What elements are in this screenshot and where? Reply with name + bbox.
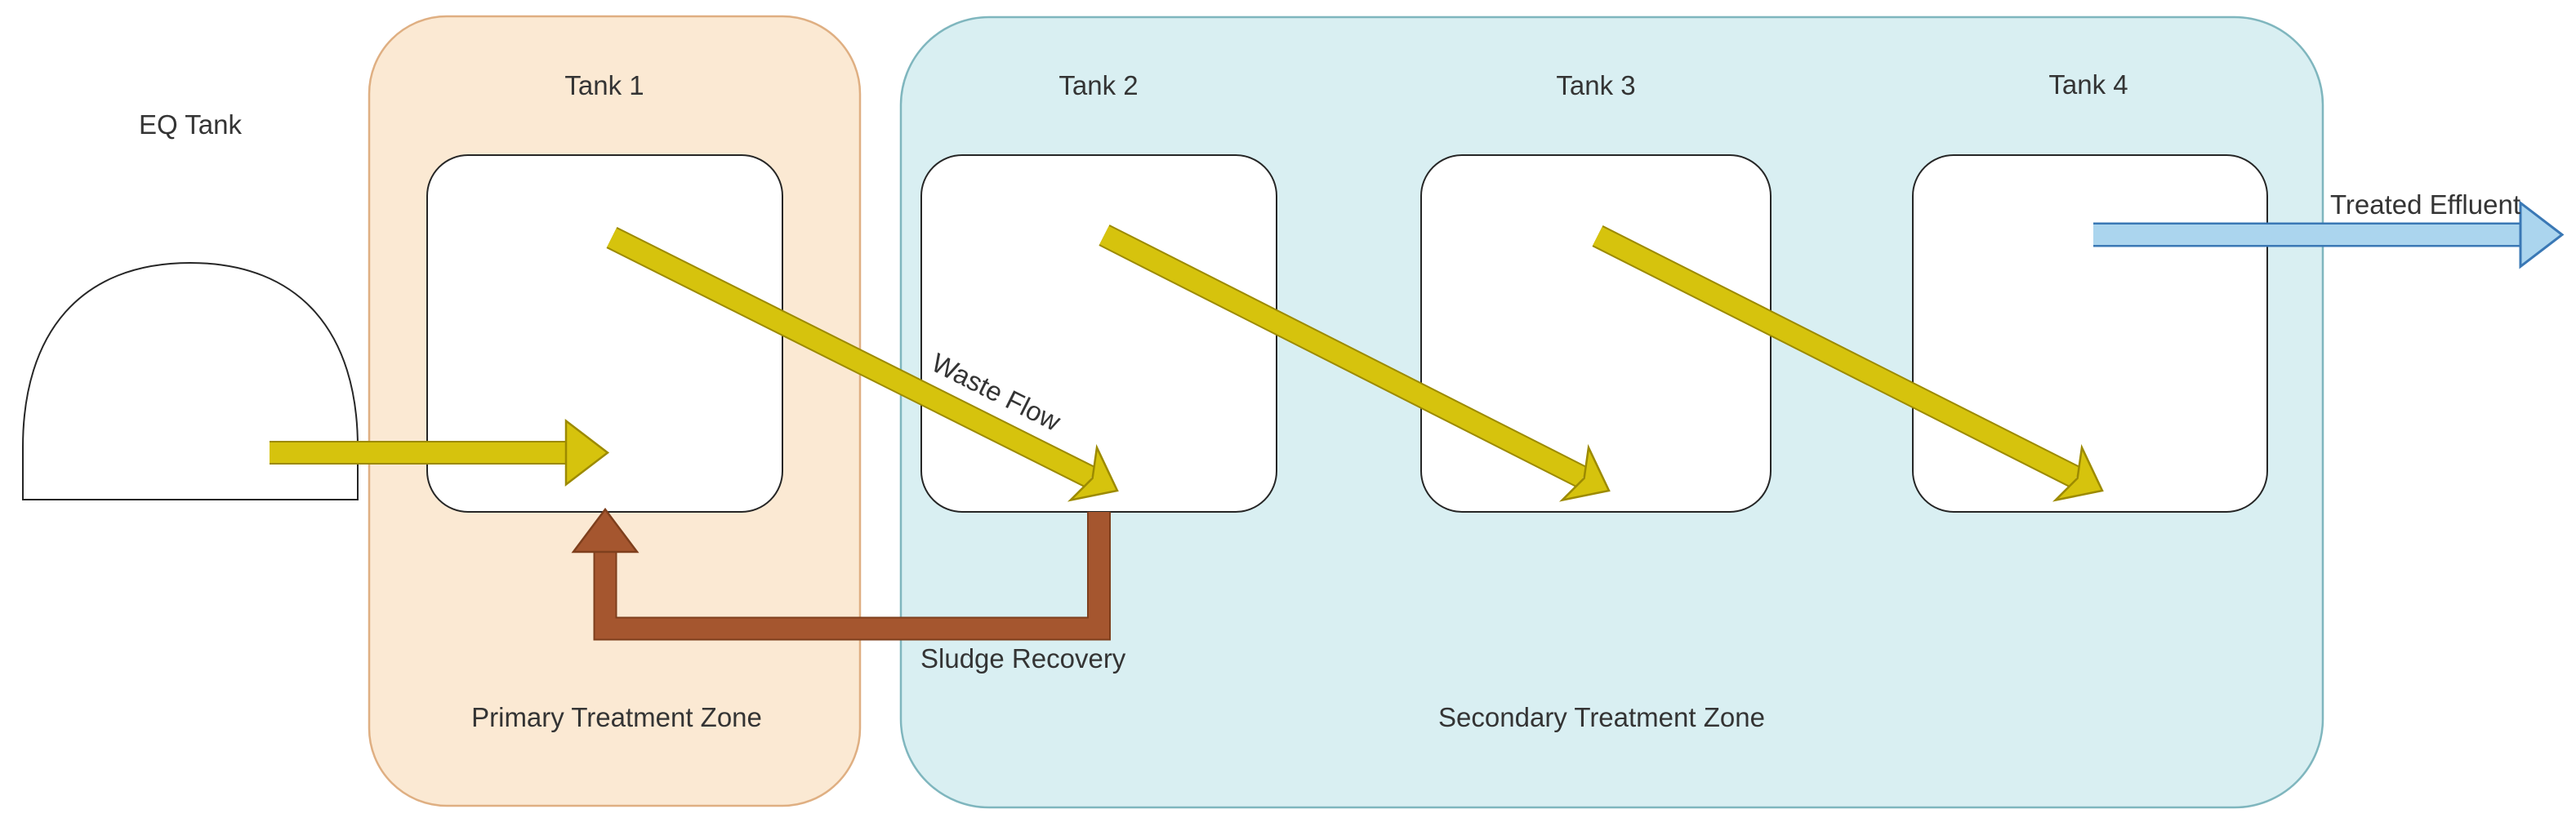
- feed-flow-arrow: [270, 418, 610, 487]
- tank3-shape: [1420, 154, 1772, 513]
- sludge-arrowhead-icon: [571, 507, 640, 554]
- primary-zone-label: Primary Treatment Zone: [471, 702, 762, 732]
- waste-flow-arrow-2: [1099, 225, 1611, 502]
- tank4-shape: [1912, 154, 2268, 513]
- feed-arrowhead-icon: [564, 418, 610, 487]
- tank3-label: Tank 3: [1556, 70, 1635, 100]
- waste-arrowhead-icon: [1067, 443, 1119, 502]
- waste-arrowhead-icon: [2052, 443, 2104, 502]
- eq-tank-label: EQ Tank: [139, 109, 242, 140]
- sludge-recovery-label: Sludge Recovery: [920, 643, 1126, 674]
- secondary-zone-label: Secondary Treatment Zone: [1438, 702, 1765, 732]
- waste-arrowhead-icon: [1558, 443, 1611, 502]
- tank4-label: Tank 4: [2048, 69, 2128, 100]
- sludge-recovery-arrow: [571, 507, 1111, 641]
- eq-tank-shape: [22, 261, 359, 500]
- treated-effluent-label: Treated Effluent: [2330, 189, 2520, 220]
- effluent-arrowhead-icon: [2519, 200, 2565, 269]
- tank2-label: Tank 2: [1058, 70, 1138, 100]
- waste-flow-arrow-1: [606, 227, 1119, 502]
- waste-flow-arrow-3: [1592, 225, 2104, 502]
- treated-effluent-arrow: [2093, 200, 2565, 269]
- tank1-label: Tank 1: [564, 70, 644, 100]
